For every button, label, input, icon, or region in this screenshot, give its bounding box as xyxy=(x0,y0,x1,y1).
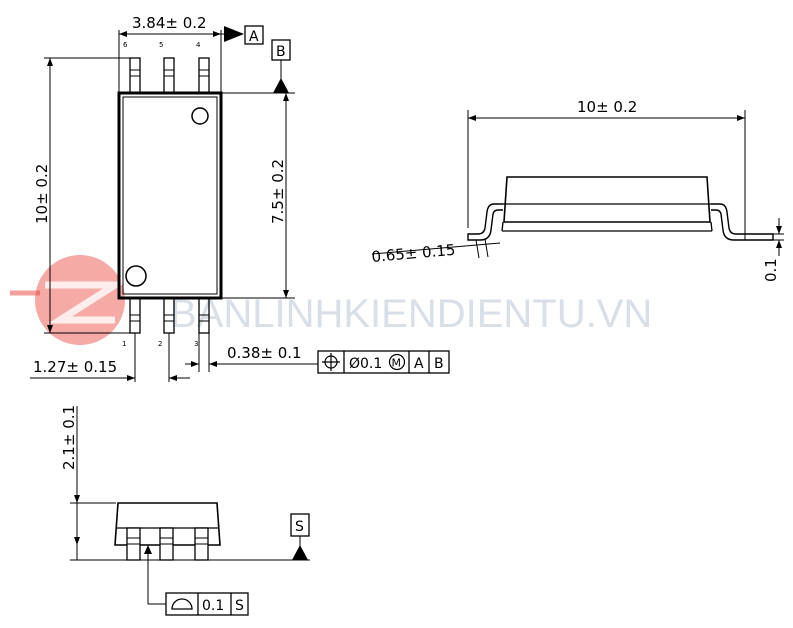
datum-a-triangle xyxy=(224,26,244,42)
pin1-marker-bottom xyxy=(125,265,147,287)
pin-label-5: 5 xyxy=(159,41,163,49)
pin-label-3: 3 xyxy=(194,340,198,348)
datum-s-triangle xyxy=(292,545,308,560)
end-leads xyxy=(126,527,209,561)
side-view: 10± 0.2 0.65± 0.15 0.1 xyxy=(371,98,784,282)
pin-label-6: 6 xyxy=(123,41,128,49)
watermark: BANLINHKIENDIENTU.VN xyxy=(10,255,652,345)
profile-surface-icon xyxy=(171,598,193,610)
datum-s-label: S xyxy=(295,519,304,535)
pin-label-1: 1 xyxy=(122,340,126,348)
datum-b-label: B xyxy=(276,44,286,60)
width-dimension: 3.84± 0.2 xyxy=(132,14,207,32)
standoff-dimension: 0.1 xyxy=(762,258,780,282)
right-lead xyxy=(711,203,774,241)
profile-tolerance-frame: 0.1 S xyxy=(165,592,249,616)
side-body xyxy=(503,176,711,223)
side-overall-dimension: 10± 0.2 xyxy=(577,98,637,116)
watermark-logo-icon xyxy=(10,255,128,345)
package-body-inner xyxy=(122,96,218,295)
position-tolerance-frame: Ø0.1 M A B xyxy=(317,350,450,374)
pin-label-2: 2 xyxy=(158,340,162,348)
mmc-modifier-label: M xyxy=(392,357,402,370)
lead-thickness-dimension: 0.65± 0.15 xyxy=(371,241,456,266)
watermark-text: BANLINHKIENDIENTU.VN xyxy=(170,292,652,336)
pin-label-4: 4 xyxy=(196,41,201,49)
position-ref-a: A xyxy=(414,356,424,372)
datum-b-triangle xyxy=(273,78,289,93)
lead-thickness-leader xyxy=(371,242,501,255)
lead-width-dimension: 0.38± 0.1 xyxy=(227,344,302,362)
profile-ref-s: S xyxy=(235,598,244,614)
profile-tolerance-value: 0.1 xyxy=(202,598,224,614)
position-tolerance-value: Ø0.1 xyxy=(349,356,382,372)
datum-a-label: A xyxy=(249,29,259,45)
mmc-modifier-icon xyxy=(388,353,406,371)
position-symbol-icon xyxy=(322,353,340,371)
body-dimension: 7.5± 0.2 xyxy=(269,159,287,224)
package-body-outline xyxy=(117,91,223,300)
position-ref-b: B xyxy=(434,356,444,372)
length-dimension: 10± 0.2 xyxy=(33,164,51,224)
end-height-dimension: 2.1± 0.1 xyxy=(60,405,78,470)
top-leads xyxy=(129,57,210,94)
pin1-marker-top xyxy=(191,107,209,125)
top-view: 6 5 4 1 2 3 3.84± 0.2 A B xyxy=(30,14,450,382)
end-view: 2.1± 0.1 S xyxy=(60,405,310,616)
datum-a-box xyxy=(244,25,264,45)
left-lead xyxy=(467,203,503,241)
end-body xyxy=(114,502,221,546)
pitch-dimension: 1.27± 0.15 xyxy=(33,358,117,376)
